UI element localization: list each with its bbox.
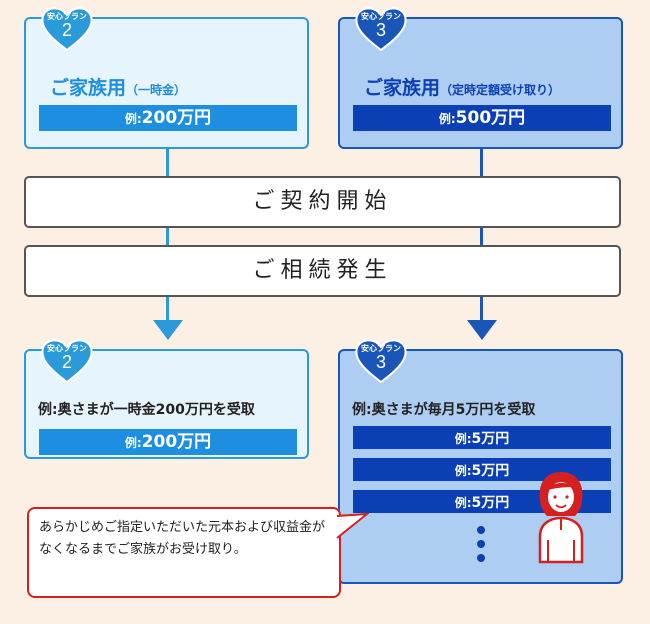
ellipsis-dot	[477, 554, 485, 562]
payment-bar-1: 例:5万円	[353, 426, 611, 449]
connector-left-mid	[166, 226, 169, 246]
top-plan2-title: ご家族用（一時金）	[50, 77, 187, 99]
payment-bar-2: 例:5万円	[353, 458, 611, 481]
arrow-down-right-icon	[467, 320, 497, 340]
stage-inheritance: ご相続発生	[24, 245, 621, 297]
stage-contract-start: ご契約開始	[24, 176, 621, 228]
top-plan3-box: ご家族用（定時定額受け取り） 例:500万円	[338, 17, 623, 149]
bottom-plan2-desc: 例:奥さまが一時金200万円を受取	[38, 402, 255, 418]
connector-right-bottom	[480, 296, 483, 322]
ellipsis-dot	[477, 526, 485, 534]
ellipsis-dot	[477, 540, 485, 548]
bottom-plan3-desc: 例:奥さまが毎月5万円を受取	[352, 402, 536, 418]
heart-badge-icon: 安心プラン 2	[40, 6, 94, 52]
top-plan2-box: ご家族用（一時金） 例:200万円	[24, 17, 309, 149]
connector-left-top	[166, 147, 169, 177]
heart-badge-icon: 安心プラン 3	[354, 6, 408, 52]
connector-left-bottom	[166, 296, 169, 322]
bottom-plan2-example-bar: 例:200万円	[39, 429, 297, 455]
heart-badge-icon: 安心プラン 2	[40, 338, 94, 384]
callout-note: あらかじめご指定いただいた元本および収益金がなくなるまでご家族がお受け取り。	[27, 507, 341, 598]
heart-badge-icon: 安心プラン 3	[354, 338, 408, 384]
callout-pointer	[336, 512, 369, 539]
connector-right-top	[480, 147, 483, 177]
woman-illustration-icon	[538, 472, 584, 564]
top-plan2-example-bar: 例:200万円	[39, 105, 297, 131]
top-plan3-example-bar: 例:500万円	[353, 105, 611, 131]
connector-right-mid	[480, 226, 483, 246]
top-plan3-title: ご家族用（定時定額受け取り）	[364, 77, 561, 99]
arrow-down-left-icon	[153, 320, 183, 340]
